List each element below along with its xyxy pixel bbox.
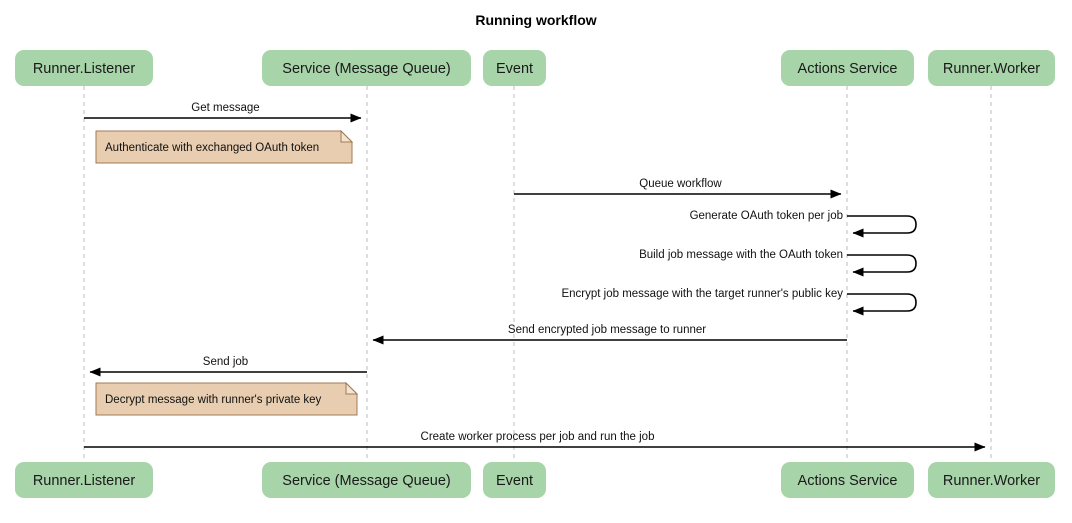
participant-label: Event [496, 473, 533, 489]
note-fold-corner-icon [345, 381, 359, 395]
participant-head-runner-listener[interactable]: Runner.Listener [15, 50, 153, 86]
participant-box [15, 462, 153, 498]
self-message-path [847, 215, 917, 238]
participant-foot-runner-worker[interactable]: Runner.Worker [928, 462, 1055, 498]
self-message-path [847, 293, 917, 316]
participant-box [928, 462, 1055, 498]
participant-box [262, 462, 471, 498]
self-message-6[interactable]: Encrypt job message with the target runn… [561, 288, 917, 316]
page-title: Running workflow [475, 12, 596, 28]
participant-box [262, 50, 471, 86]
note-label: Authenticate with exchanged OAuth token [105, 142, 319, 154]
self-message-path [847, 254, 917, 277]
note-body [95, 382, 358, 416]
self-message-label: Generate OAuth token per job [690, 210, 843, 222]
participant-feet-layer: Runner.Listener Service (Message Queue) Ev… [15, 462, 1055, 498]
participant-label: Runner.Worker [943, 473, 1040, 489]
note-9: Decrypt message with runner's private ke… [95, 381, 359, 416]
note-fold-corner-icon [340, 129, 354, 143]
participant-label: Event [496, 61, 533, 77]
message-label: Send job [203, 356, 248, 368]
message-label: Send encrypted job message to runner [508, 324, 706, 336]
self-message-4[interactable]: Generate OAuth token per job [690, 210, 917, 238]
participant-foot-actions-service[interactable]: Actions Service [781, 462, 914, 498]
lifelines-layer [83, 86, 992, 462]
message-arrow-3[interactable]: Queue workflow [514, 178, 842, 199]
participant-label: Runner.Worker [943, 61, 1040, 77]
message-label: Queue workflow [639, 178, 722, 190]
self-message-label: Build job message with the OAuth token [639, 249, 843, 261]
participant-head-service-message-queue[interactable]: Service (Message Queue) [262, 50, 471, 86]
participant-label: Actions Service [798, 473, 898, 489]
participant-box [781, 462, 914, 498]
message-arrow-7[interactable]: Send encrypted job message to runner [372, 324, 847, 345]
participant-label: Runner.Listener [33, 473, 136, 489]
self-message-label: Encrypt job message with the target runn… [561, 288, 843, 300]
participant-box [483, 462, 546, 498]
participant-heads-layer: Runner.Listener Service (Message Queue) Ev… [15, 50, 1055, 86]
participant-foot-event[interactable]: Event [483, 462, 546, 498]
participant-box [15, 50, 153, 86]
participant-label: Service (Message Queue) [282, 61, 450, 77]
note-label: Decrypt message with runner's private ke… [105, 394, 322, 406]
message-label: Create worker process per job and run th… [421, 431, 655, 443]
self-message-5[interactable]: Build job message with the OAuth token [639, 249, 917, 277]
participant-box [928, 50, 1055, 86]
message-arrow-1[interactable]: Get message [84, 102, 362, 123]
participant-label: Runner.Listener [33, 61, 136, 77]
participant-head-runner-worker[interactable]: Runner.Worker [928, 50, 1055, 86]
note-body [95, 130, 353, 164]
message-label: Get message [191, 102, 259, 114]
participant-head-actions-service[interactable]: Actions Service [781, 50, 914, 86]
participant-label: Service (Message Queue) [282, 473, 450, 489]
message-arrow-10[interactable]: Create worker process per job and run th… [84, 431, 986, 452]
participant-label: Actions Service [798, 61, 898, 77]
participant-foot-service-message-queue[interactable]: Service (Message Queue) [262, 462, 471, 498]
participant-box [483, 50, 546, 86]
message-arrow-8[interactable]: Send job [89, 356, 367, 377]
participant-head-event[interactable]: Event [483, 50, 546, 86]
participant-box [781, 50, 914, 86]
participant-foot-runner-listener[interactable]: Runner.Listener [15, 462, 153, 498]
note-2: Authenticate with exchanged OAuth token [95, 129, 354, 164]
